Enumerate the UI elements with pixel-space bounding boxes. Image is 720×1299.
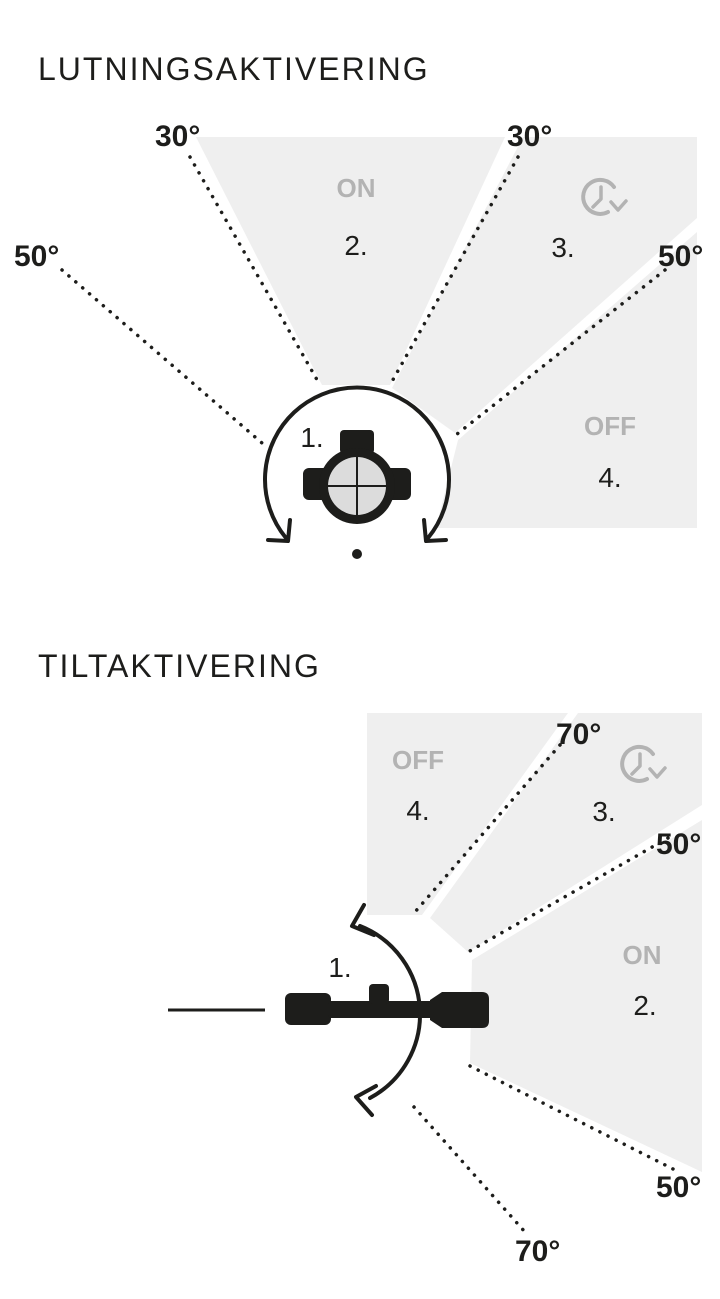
lutning-zone-timer <box>392 137 697 433</box>
tilt-line-lower-50 <box>468 1064 677 1172</box>
lutning-line-right-50 <box>450 268 667 440</box>
tilt-on-label: ON <box>623 940 662 970</box>
lutning-section: LUTNINGSAKTIVERING 30° 30° 50° 50° ON 2.… <box>14 51 703 559</box>
lutning-line-left-50 <box>60 268 264 445</box>
lutning-line-right-30 <box>388 155 520 387</box>
lutning-title: LUTNINGSAKTIVERING <box>38 51 430 87</box>
timer-icon <box>581 177 628 216</box>
lutning-angle-right-50: 50° <box>658 240 703 273</box>
lutning-zone-on <box>196 137 505 385</box>
tilt-angle-lower-50: 50° <box>656 1171 701 1204</box>
timer-icon <box>620 744 667 783</box>
tilt-section: TILTAKTIVERING 70° 50° 50° 70° OFF 4. 3.… <box>38 648 702 1268</box>
lutning-on-number: 2. <box>344 230 367 261</box>
tilt-angle-lower-70: 70° <box>515 1235 560 1268</box>
tilt-zone-off <box>367 713 568 915</box>
tilt-on-number: 2. <box>633 990 656 1021</box>
lutning-one-number: 1. <box>300 422 323 453</box>
lutning-on-label: ON <box>337 173 376 203</box>
lutning-line-left-30 <box>188 155 322 387</box>
lutning-off-label: OFF <box>584 411 636 441</box>
scope-side-icon <box>285 984 489 1028</box>
tilt-zone-on <box>470 820 702 1172</box>
tilt-title: TILTAKTIVERING <box>38 648 321 684</box>
lutning-zone-off <box>436 232 697 528</box>
lutning-rotation-arrow <box>263 385 451 543</box>
tilt-one-number: 1. <box>328 952 351 983</box>
tilt-off-label: OFF <box>392 745 444 775</box>
tilt-line-upper-70 <box>413 743 562 914</box>
lutning-timer-number: 3. <box>551 232 574 263</box>
lutning-angle-left-30: 30° <box>155 120 200 153</box>
tilt-angle-upper-70: 70° <box>556 718 601 751</box>
tilt-off-number: 4. <box>406 795 429 826</box>
lutning-off-number: 4. <box>598 462 621 493</box>
lutning-angle-right-30: 30° <box>507 120 552 153</box>
lutning-pivot-dot <box>352 549 362 559</box>
lutning-angle-left-50: 50° <box>14 240 59 273</box>
tilt-line-upper-50 <box>466 836 670 954</box>
tilt-line-lower-70 <box>412 1105 527 1234</box>
scope-front-icon <box>303 430 411 524</box>
tilt-timer-number: 3. <box>592 796 615 827</box>
tilt-angle-upper-50: 50° <box>656 828 701 861</box>
